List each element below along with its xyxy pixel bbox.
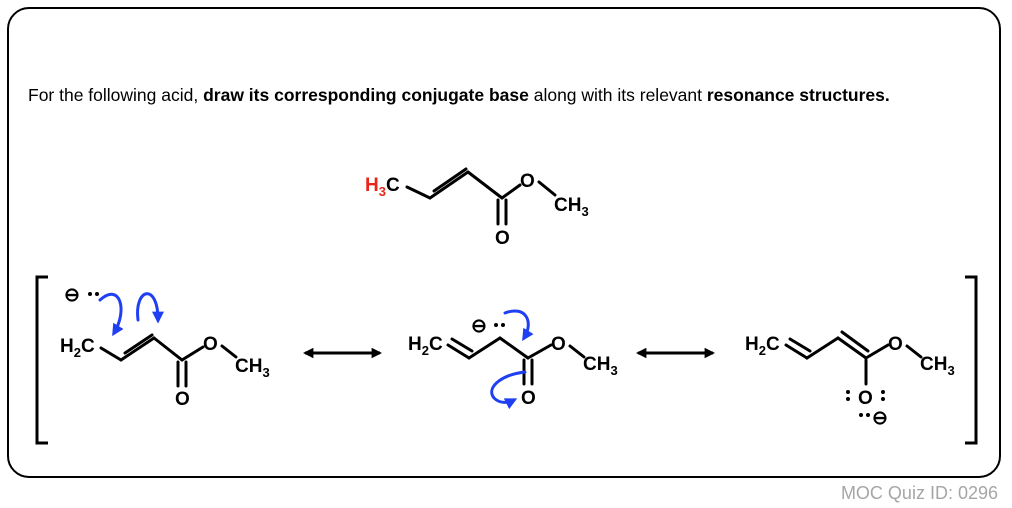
lone-pair-dot: [859, 413, 863, 417]
curved-arrow-4: [490, 370, 527, 410]
s2-double-bond: [446, 343, 471, 360]
acid-bond: [500, 183, 522, 200]
s2-h2c: H2C: [408, 334, 443, 358]
s3-bond: [805, 336, 840, 360]
s3-double-bond-inner: [788, 337, 812, 353]
acid-double-bond-inner: [432, 167, 468, 193]
s1-h2c: H2C: [60, 336, 95, 360]
left-bracket: [35, 275, 48, 445]
negative-charge-2: ⊖: [471, 316, 487, 337]
lone-pair-dot: [881, 397, 885, 401]
question-bold1: draw its corresponding conjugate base: [203, 85, 529, 105]
lone-pair-dot: [501, 323, 505, 327]
s2-bond: [568, 344, 586, 359]
s3-bond: [864, 343, 890, 360]
right-bracket: [965, 275, 978, 445]
s3-o-ester: O: [888, 334, 903, 355]
s1-ch3: CH3: [235, 356, 270, 380]
lone-pair-dot: [846, 397, 850, 401]
acid-molecule: H3C O CH3 O: [365, 167, 589, 249]
s3-double-bond: [836, 336, 868, 360]
question-part1: For the following acid,: [28, 85, 204, 105]
curved-arrow-3: [503, 309, 534, 342]
s1-double-bond-inner: [123, 333, 154, 355]
acid-double-bond: [428, 170, 470, 200]
resonance-structure-1: ⊖ H2C O CH3 O: [60, 285, 270, 410]
s2-o-ester: O: [551, 334, 566, 355]
quiz-card: [7, 7, 1001, 478]
s1-bond: [180, 345, 205, 362]
s3-o-anion: O: [858, 388, 873, 409]
curved-arrow-1: [98, 292, 124, 337]
lone-pair-dot: [881, 390, 885, 394]
s1-double-bond: [119, 336, 156, 362]
lone-pair-dot: [866, 413, 870, 417]
s3-bond: [905, 344, 923, 359]
s2-bond: [498, 336, 530, 360]
negative-charge-1: ⊖: [64, 285, 80, 306]
s2-double-bond-inner: [450, 337, 474, 353]
acid-bond: [537, 180, 557, 197]
question-bold2: resonance structures.: [706, 85, 890, 105]
lone-pair-dot: [846, 390, 850, 394]
acid-h-atom: H3C: [365, 175, 400, 199]
s1-bond: [152, 336, 184, 362]
question-part2: along with its relevant: [528, 85, 707, 105]
quiz-id-label: MOC Quiz ID: 0296: [840, 483, 998, 503]
s1-o-ester: O: [203, 334, 218, 355]
s1-bond: [220, 344, 238, 359]
resonance-structure-3: H2C O CH3 O ⊖: [745, 330, 955, 429]
lone-pair-dot: [95, 292, 99, 296]
s3-double-bond: [784, 343, 809, 360]
acid-bond: [466, 170, 504, 200]
acid-o-ester: O: [520, 171, 535, 192]
question-text: For the following acid, draw its corresp…: [28, 84, 996, 106]
s3-ch3: CH3: [920, 354, 955, 378]
s2-ch3: CH3: [583, 354, 618, 378]
acid-o-carbonyl: O: [495, 228, 510, 249]
s3-double-bond-inner: [840, 330, 870, 353]
s2-bond: [467, 336, 502, 360]
s1-bond: [99, 346, 123, 362]
s2-o-carbonyl: O: [521, 388, 536, 409]
lone-pair-dot: [494, 323, 498, 327]
acid-ch3: CH3: [554, 195, 589, 219]
s1-o-carbonyl: O: [175, 389, 190, 410]
acid-bond: [405, 185, 432, 200]
lone-pair-dot: [88, 292, 92, 296]
resonance-structure-2: H2C O CH3 O ⊖: [408, 309, 618, 410]
s3-h2c: H2C: [745, 334, 780, 358]
negative-charge-3: ⊖: [872, 408, 888, 429]
curved-arrow-2: [136, 292, 164, 324]
s2-bond: [526, 343, 553, 360]
